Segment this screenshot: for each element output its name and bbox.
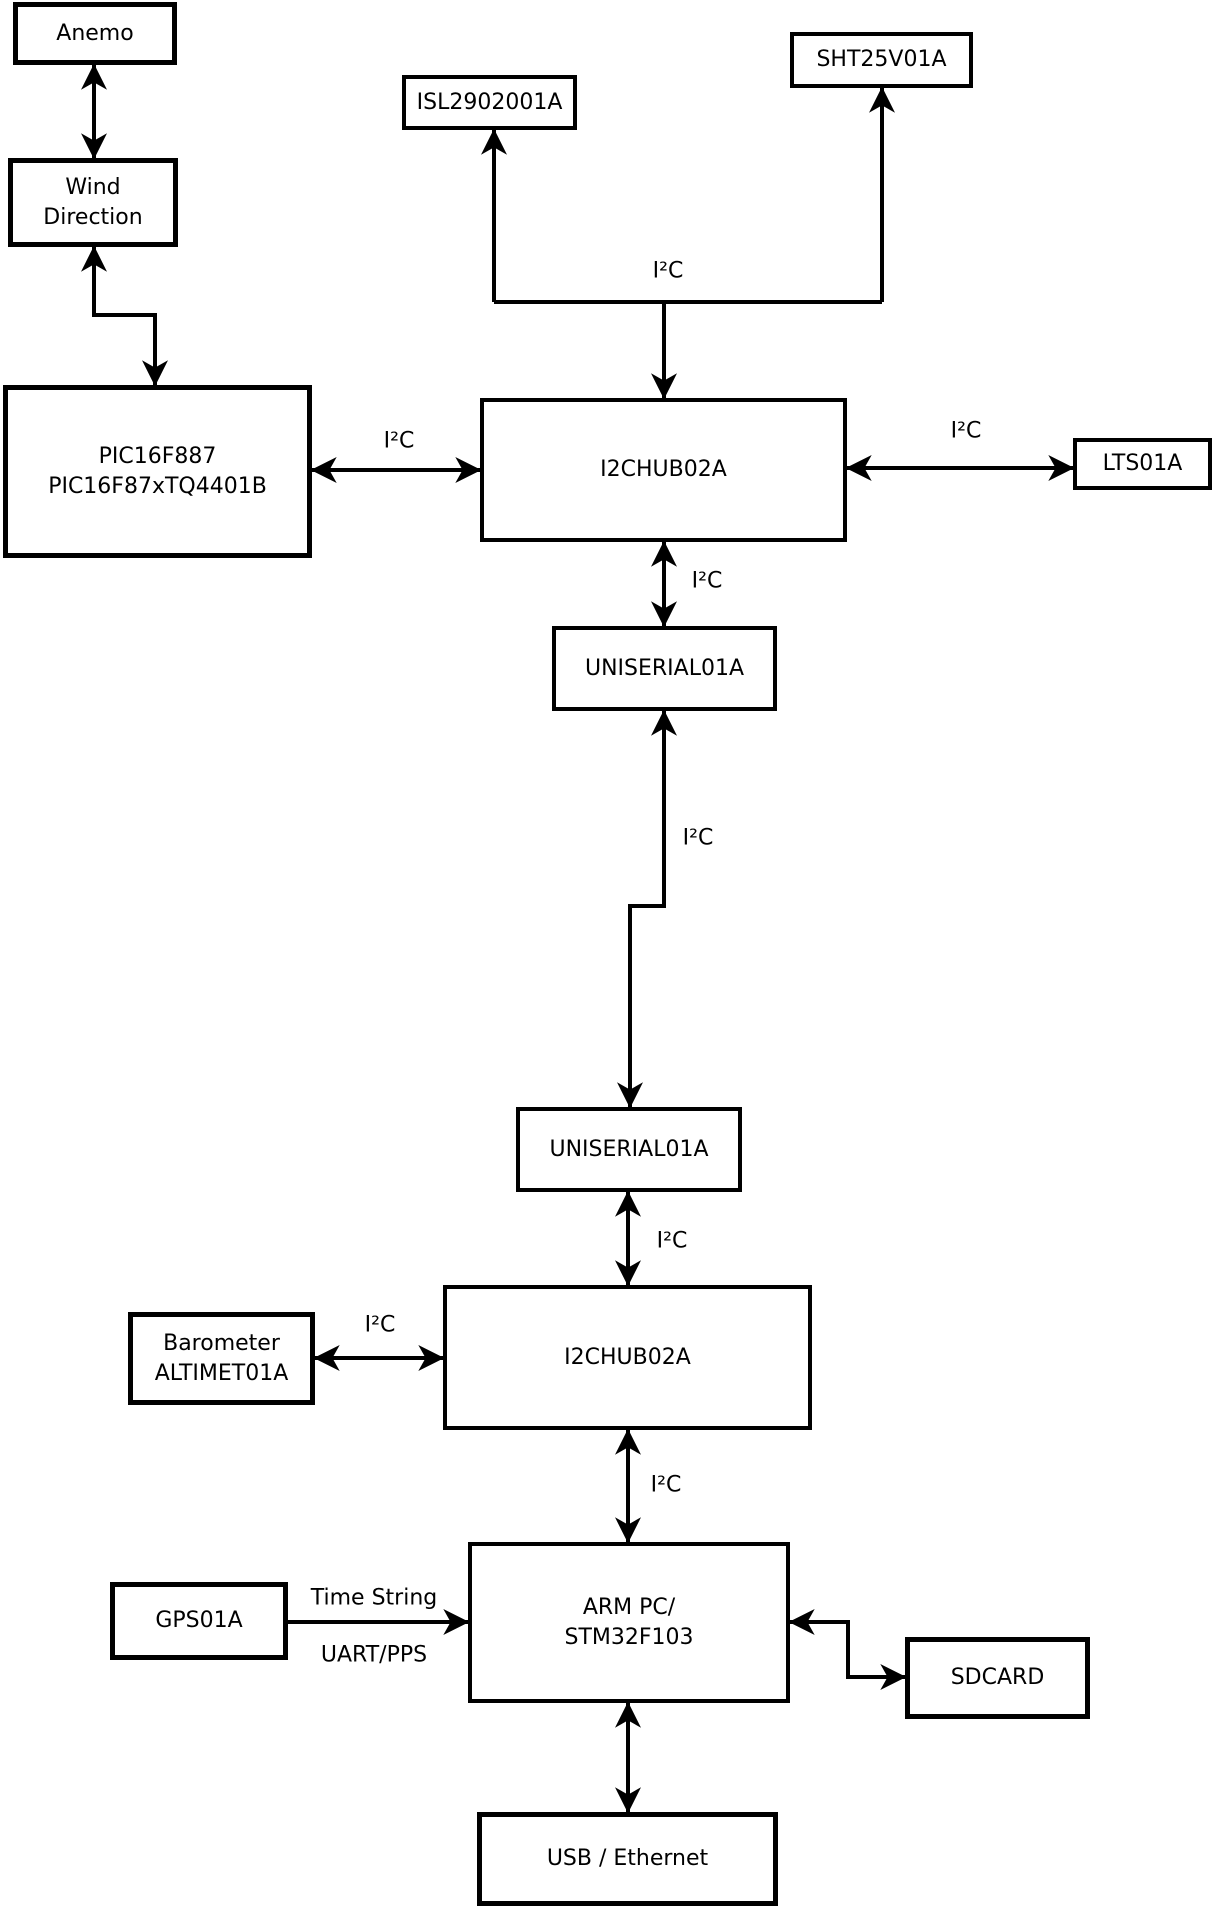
- edge-label-i2c-pic-hub: I²C: [383, 428, 415, 454]
- node-wind-direction: Wind Direction: [8, 158, 178, 247]
- node-label: UNISERIAL01A: [549, 1136, 709, 1162]
- node-sht25v01a: SHT25V01A: [790, 32, 973, 88]
- node-label: GPS01A: [155, 1608, 243, 1634]
- edge-label-i2c-bus-top: I²C: [652, 258, 684, 284]
- node-anemo: Anemo: [13, 2, 177, 65]
- node-sdcard: SDCARD: [905, 1637, 1090, 1719]
- node-label: SHT25V01A: [816, 47, 947, 73]
- edge-label-i2c-hub-lts: I²C: [950, 418, 982, 444]
- node-label: I2CHUB02A: [564, 1344, 691, 1370]
- node-label: PIC16F87xTQ4401B: [48, 473, 267, 499]
- node-label: ARM PC/: [582, 1595, 676, 1621]
- edge-label-i2c-uniserial-hub2: I²C: [656, 1228, 688, 1254]
- node-i2chub02a-bottom: I2CHUB02A: [443, 1285, 812, 1430]
- node-barometer-altimet01a: Barometer ALTIMET01A: [128, 1312, 315, 1405]
- node-lts01a: LTS01A: [1073, 438, 1212, 490]
- node-label: PIC16F887: [98, 444, 217, 470]
- node-label: Anemo: [56, 20, 134, 46]
- node-label: USB / Ethernet: [546, 1846, 709, 1872]
- edge-arm-sdcard: [788, 1609, 907, 1690]
- node-label: STM32F103: [564, 1624, 694, 1650]
- node-isl2902001a: ISL2902001A: [402, 75, 577, 130]
- node-uniserial01a-lower: UNISERIAL01A: [516, 1107, 742, 1192]
- node-label: I2CHUB02A: [600, 457, 727, 483]
- node-label: Direction: [43, 204, 143, 230]
- node-label: ISL2902001A: [416, 89, 563, 115]
- node-label: Barometer: [163, 1331, 280, 1357]
- node-label: LTS01A: [1102, 451, 1183, 477]
- node-usb-ethernet: USB / Ethernet: [477, 1812, 778, 1906]
- node-uniserial01a-upper: UNISERIAL01A: [552, 626, 777, 711]
- edge-label-uart-pps: UART/PPS: [320, 1642, 428, 1668]
- node-arm-pc-stm32f103: ARM PC/ STM32F103: [468, 1542, 790, 1703]
- edge-uniserial-upper-lower: [617, 709, 677, 1109]
- edge-label-i2c-hub2-arm: I²C: [650, 1472, 682, 1498]
- edge-label-i2c-barometer-hub2: I²C: [364, 1312, 396, 1338]
- node-label: Wind: [65, 175, 121, 201]
- edge-label-i2c-uniserial-link: I²C: [682, 825, 714, 851]
- edge-winddirection-pic: [81, 245, 168, 387]
- node-gps01a: GPS01A: [110, 1582, 288, 1660]
- edge-label-time-string: Time String: [310, 1585, 438, 1611]
- node-label: SDCARD: [950, 1665, 1045, 1691]
- edge-label-i2c-hub-uniserial: I²C: [691, 568, 723, 594]
- node-pic16f887: PIC16F887 PIC16F87xTQ4401B: [3, 385, 312, 558]
- node-label: ALTIMET01A: [154, 1360, 289, 1386]
- node-i2chub02a-top: I2CHUB02A: [480, 398, 847, 542]
- node-label: UNISERIAL01A: [584, 655, 745, 681]
